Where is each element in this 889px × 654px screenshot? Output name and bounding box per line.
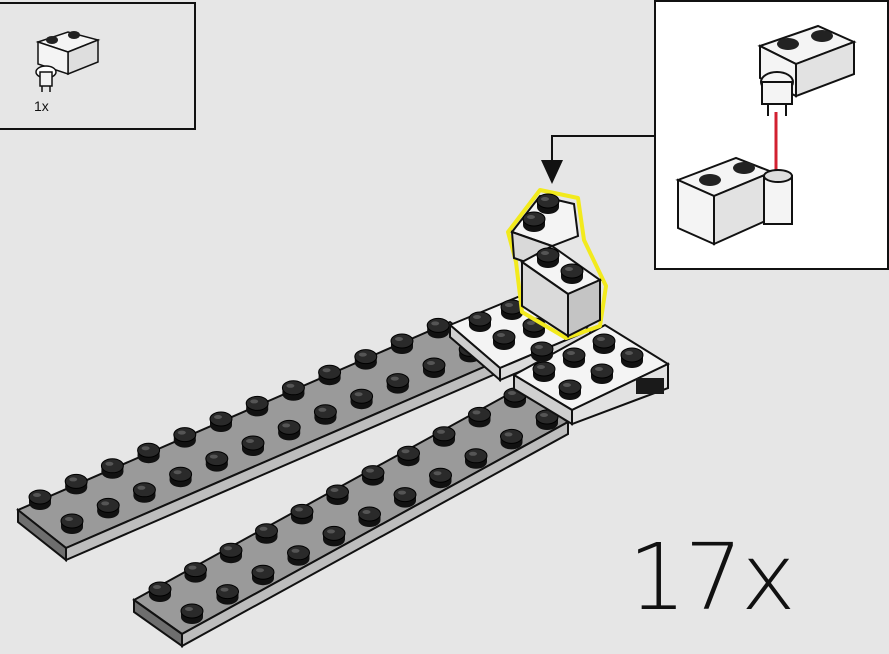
- stud: [591, 364, 613, 384]
- stud: [621, 348, 643, 368]
- stud: [288, 546, 310, 566]
- repeat-count: 17x: [628, 532, 794, 624]
- stud: [61, 514, 83, 534]
- stud: [314, 405, 336, 425]
- stud: [323, 526, 345, 546]
- stud: [319, 365, 341, 385]
- stud: [359, 507, 381, 527]
- stud: [533, 362, 555, 382]
- stud: [398, 446, 420, 466]
- stud: [282, 381, 304, 401]
- hinge-assembly-detail-icon: [656, 2, 889, 272]
- stud: [220, 543, 242, 563]
- stud: [465, 449, 487, 469]
- stud: [394, 488, 416, 508]
- stud: [65, 474, 87, 494]
- stud: [210, 412, 232, 432]
- stud: [217, 585, 239, 605]
- stud: [593, 334, 615, 354]
- stud: [181, 604, 203, 624]
- stud: [433, 427, 455, 447]
- stud: [291, 504, 313, 524]
- stud: [559, 380, 581, 400]
- stud: [29, 490, 51, 510]
- stud: [563, 348, 585, 368]
- stud: [387, 374, 409, 394]
- stud: [430, 468, 452, 488]
- stud: [206, 452, 228, 472]
- stud: [149, 582, 171, 602]
- stud: [174, 428, 196, 448]
- stud: [351, 389, 373, 409]
- stud: [531, 342, 553, 362]
- detail-callout-panel: [654, 0, 889, 270]
- stud: [469, 312, 491, 332]
- stud: [170, 467, 192, 487]
- stud: [242, 436, 264, 456]
- stud: [493, 330, 515, 350]
- stud: [97, 498, 119, 518]
- stud: [391, 334, 413, 354]
- stud: [355, 350, 377, 370]
- stud: [278, 420, 300, 440]
- callout-arrow: [541, 136, 662, 186]
- stud: [246, 396, 268, 416]
- stud: [138, 443, 160, 463]
- stud: [501, 429, 523, 449]
- stud: [427, 318, 449, 338]
- stud: [327, 485, 349, 505]
- parts-list-panel: 1x: [0, 2, 196, 130]
- stud: [133, 483, 155, 503]
- stud: [469, 407, 491, 427]
- stud: [423, 358, 445, 378]
- parts-quantity: 1x: [34, 98, 49, 114]
- stud: [256, 524, 278, 544]
- stud: [252, 565, 274, 585]
- stud: [362, 466, 384, 486]
- stud: [101, 459, 123, 479]
- stud: [185, 563, 207, 583]
